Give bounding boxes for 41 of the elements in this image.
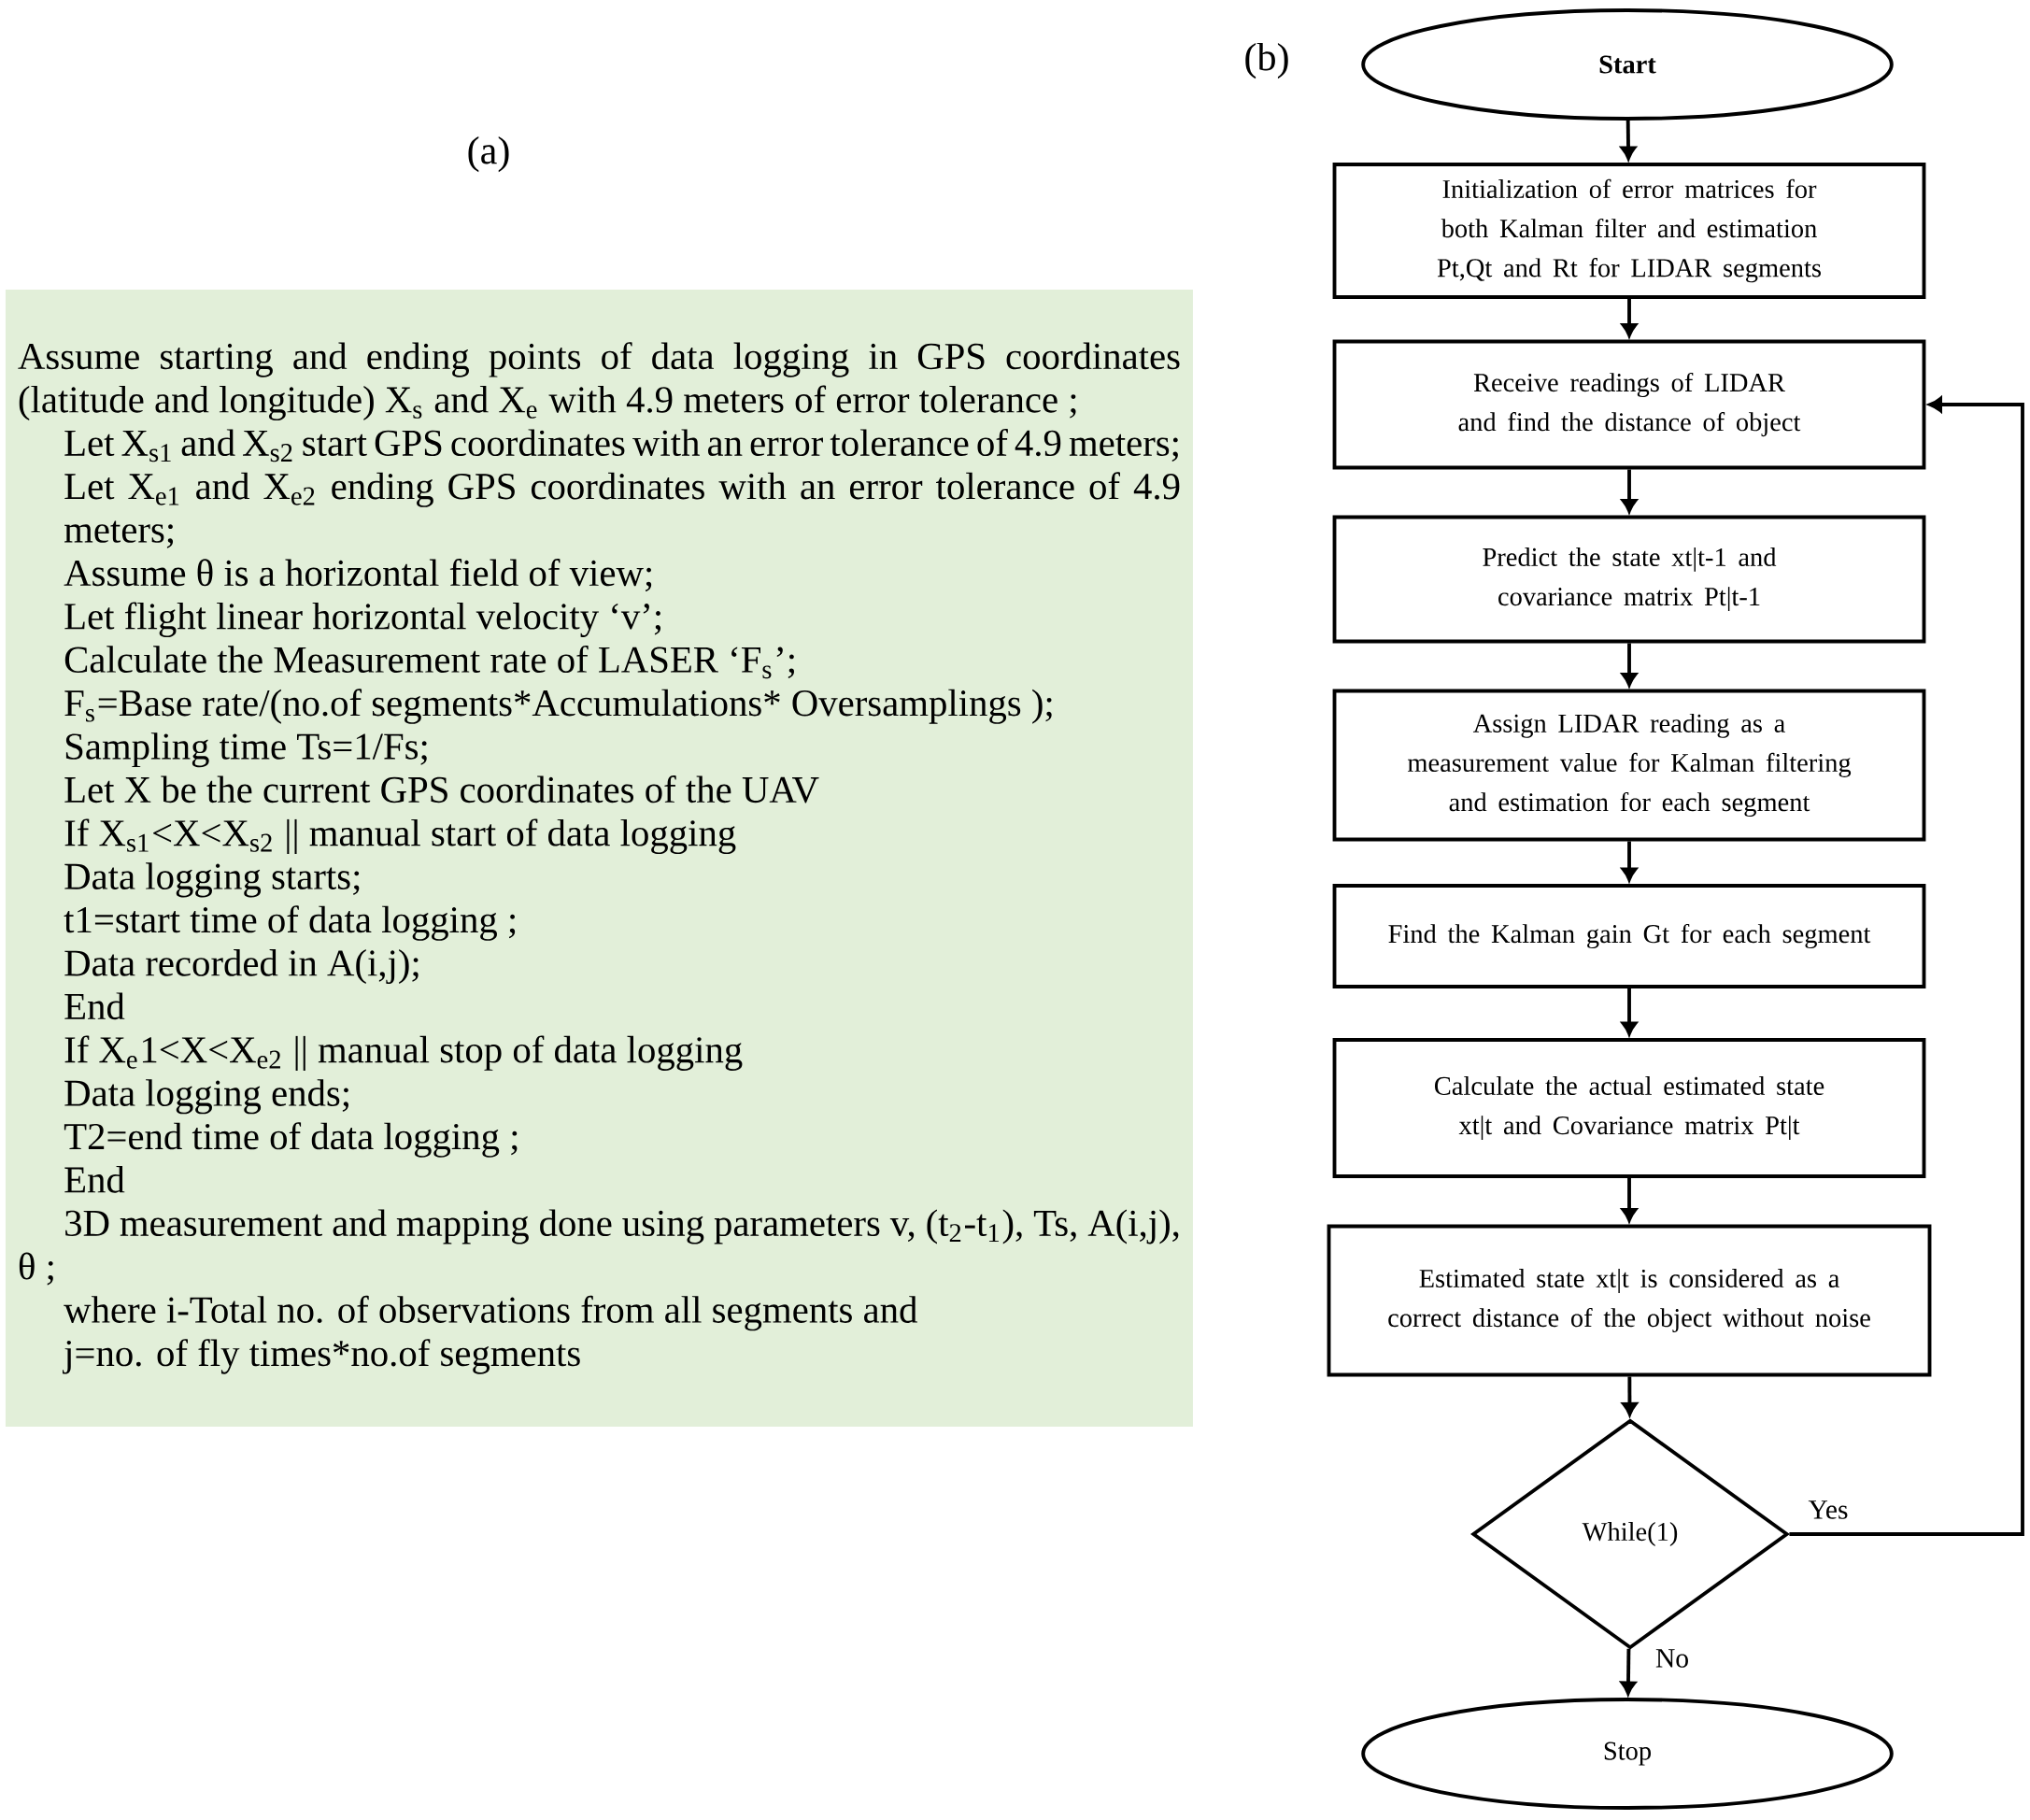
arrow xyxy=(1621,298,1638,337)
code-line: Data logging starts; xyxy=(64,862,360,898)
code-line: Assume starting and ending points of data logging in GPS coordinates (latitude and longitude) X$_{s}$ and X$_{e}$ with 4.9 meters of error tolerance ; xyxy=(18,342,1180,421)
code-line: 3D measurement and mapping done using parameters v, (t$_{2}$-t$_{1}$), Ts, A(i,j), θ ; xyxy=(19,1209,1179,1286)
process-box: Find the Kalman gain Gt for each segment xyxy=(1332,884,1926,988)
arrow xyxy=(1621,1177,1638,1222)
panel-label: (a) xyxy=(468,135,509,173)
process-box: Predict the state xt|t-1 and covariance matrix Pt|t-1 xyxy=(1332,515,1926,644)
code-line: Let X$_{e1}$ and X$_{e2}$ ending GPS coordinates with an error tolerance of 4.9 meters; xyxy=(64,472,1180,548)
code-line: Calculate the Measurement rate of LASER ‘F$_{s}$’; xyxy=(64,645,794,679)
code-line: End xyxy=(64,992,125,1020)
arrow xyxy=(1620,120,1637,161)
pseudocode-box xyxy=(5,289,1193,1427)
code-line: where i-Total no. of observations from all segments and xyxy=(64,1295,917,1331)
code-line: If X$_{e}$1<X<X$_{e2}$ || manual stop of data logging xyxy=(64,1035,743,1071)
loop-arrow xyxy=(1789,396,2024,1536)
arrow xyxy=(1621,841,1638,882)
code-line: Sampling time Ts=1/Fs; xyxy=(65,732,427,768)
code-line: Let X$_{s1}$ and X$_{s2}$ start GPS coordinates with an error tolerance of 4.9 meters; xyxy=(64,428,1178,462)
panel-label: (b) xyxy=(1245,42,1288,79)
code-line: t1=start time of data logging ; xyxy=(64,905,516,941)
arrow xyxy=(1621,469,1638,513)
code-line: F$_{s}$=Base rate/(no.of segments*Accumulations* Oversamplings ); xyxy=(64,689,1052,724)
code-line: j=no. of fly times*no.of segments xyxy=(63,1339,580,1374)
code-line: If X$_{s1}$<X<X$_{s2}$ || manual start of data logging xyxy=(64,818,736,854)
code-line: T2=end time of data logging ; xyxy=(64,1122,518,1158)
code-line: Let flight linear horizontal velocity ‘v’; xyxy=(64,602,661,638)
process-box: Estimated state xt|t is considered as a correct distance of the object without noise xyxy=(1327,1224,1932,1377)
code-line: Assume θ is a horizontal field of view; xyxy=(64,559,652,592)
arrow xyxy=(1620,1648,1637,1696)
arrow xyxy=(1621,643,1638,687)
edge-label: Yes xyxy=(1805,1497,1852,1523)
process-box: Calculate the actual estimated state xt|t and Covariance matrix Pt|t xyxy=(1332,1038,1926,1178)
code-line: Data recorded in A(i,j); xyxy=(64,949,419,985)
process-box: Initialization of error matrices for both Kalman filter and estimation Pt,Qt and Rt for LIDAR segments xyxy=(1332,163,1926,299)
process-box: Receive readings of LIDAR and find the distance of object xyxy=(1332,339,1926,470)
code-line: Let X be the current GPS coordinates of the UAV xyxy=(64,775,819,803)
arrow xyxy=(1621,988,1638,1036)
code-line: End xyxy=(64,1166,125,1193)
code-line: Data logging ends; xyxy=(64,1079,348,1115)
process-box: Assign LIDAR reading as a measurement value for Kalman filtering and estimation for each segment xyxy=(1332,689,1926,842)
